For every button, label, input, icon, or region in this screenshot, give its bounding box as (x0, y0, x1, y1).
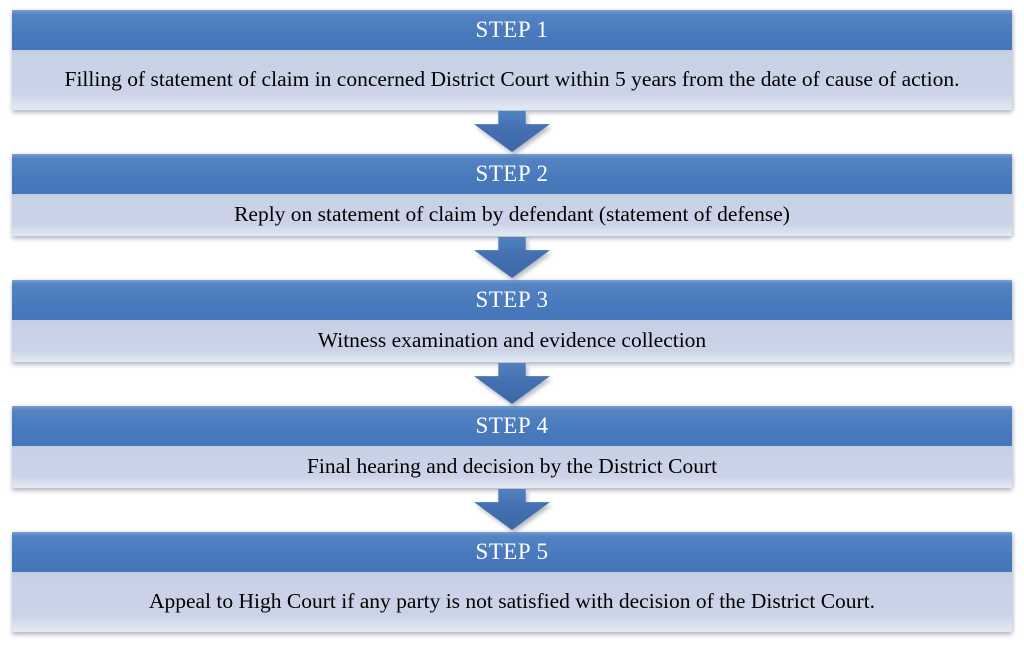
step-1-description: Filling of statement of claim in concern… (64, 67, 960, 92)
step-2-title: STEP 2 (475, 161, 549, 186)
connector-2 (12, 236, 1012, 280)
step-5: STEP 5 Appeal to High Court if any party… (12, 532, 1012, 632)
flowchart: STEP 1 Filling of statement of claim in … (12, 10, 1012, 632)
down-arrow-icon (474, 111, 550, 152)
connector-3 (12, 362, 1012, 406)
step-2-body: Reply on statement of claim by defendant… (12, 194, 1012, 236)
step-4-body: Final hearing and decision by the Distri… (12, 446, 1012, 488)
step-4-title: STEP 4 (475, 413, 549, 438)
step-3-body: Witness examination and evidence collect… (12, 320, 1012, 362)
step-3: STEP 3 Witness examination and evidence … (12, 280, 1012, 362)
step-5-body: Appeal to High Court if any party is not… (12, 572, 1012, 632)
step-5-description: Appeal to High Court if any party is not… (148, 589, 876, 614)
step-1-body: Filling of statement of claim in concern… (12, 50, 1012, 110)
step-4-description: Final hearing and decision by the Distri… (306, 454, 718, 479)
step-5-title: STEP 5 (475, 539, 549, 564)
step-1: STEP 1 Filling of statement of claim in … (12, 10, 1012, 110)
connector-1 (12, 110, 1012, 154)
step-5-header: STEP 5 (12, 532, 1012, 572)
down-arrow-icon (474, 363, 550, 404)
step-1-title: STEP 1 (475, 17, 549, 42)
down-arrow-icon (474, 489, 550, 530)
step-3-title: STEP 3 (475, 287, 549, 312)
step-3-description: Witness examination and evidence collect… (317, 328, 707, 353)
connector-4 (12, 488, 1012, 532)
step-4-header: STEP 4 (12, 406, 1012, 446)
down-arrow-icon (474, 237, 550, 278)
step-2-description: Reply on statement of claim by defendant… (234, 202, 790, 227)
step-3-header: STEP 3 (12, 280, 1012, 320)
step-1-header: STEP 1 (12, 10, 1012, 50)
step-2: STEP 2 Reply on statement of claim by de… (12, 154, 1012, 236)
step-2-header: STEP 2 (12, 154, 1012, 194)
step-4: STEP 4 Final hearing and decision by the… (12, 406, 1012, 488)
